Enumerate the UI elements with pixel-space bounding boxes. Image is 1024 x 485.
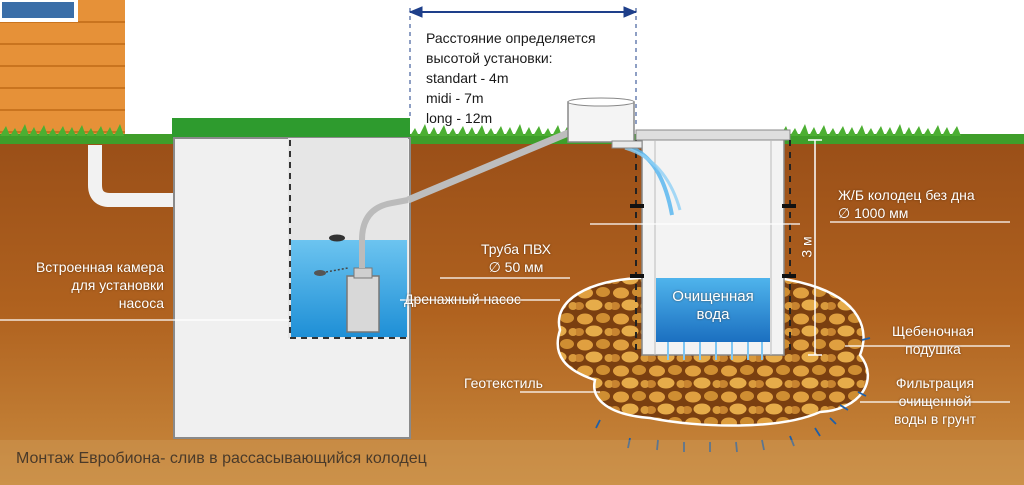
distance-note-line4: midi - 7m — [426, 90, 484, 106]
chamber-label: Встроенная камера для установки насоса — [0, 258, 164, 312]
float-switch — [329, 234, 345, 242]
well-label: Ж/Б колодец без дна ∅ 1000 мм — [838, 186, 975, 222]
clean-water-label: Очищенная вода — [656, 288, 770, 324]
pvc-pipe — [406, 124, 582, 204]
distance-note-line1: Расстояние определяется — [426, 30, 596, 46]
well-label-line1: Ж/Б колодец без дна — [838, 187, 975, 203]
pipe-label-line2: ∅ 50 мм — [488, 259, 544, 275]
height-dimension — [808, 139, 822, 356]
distance-note: Расстояние определяется высотой установк… — [426, 28, 596, 128]
filtration-label-line1: Фильтрация — [895, 375, 975, 391]
sky — [0, 0, 1024, 140]
clean-water-line2: вода — [696, 306, 730, 323]
leader-lines — [0, 221, 1010, 403]
pipe-label-line1: Труба ПВХ — [480, 241, 552, 257]
filtration-label-line2: очищенной — [898, 393, 972, 409]
filtration-label-line3: воды в грунт — [893, 411, 977, 427]
chamber-label-line3: насоса — [118, 295, 164, 311]
gravel-label: Щебеночная подушка — [868, 322, 998, 358]
filtration-arrows — [595, 337, 871, 453]
caption-bar — [0, 440, 1024, 485]
diagram-caption: Монтаж Евробиона- слив в рассасывающийся… — [16, 450, 427, 467]
house-outlet-pipe — [88, 145, 176, 207]
chamber-label-line2: для установки — [71, 277, 164, 293]
clean-water-line1: Очищенная — [672, 288, 754, 305]
clean-water — [656, 278, 770, 342]
septic-tank — [172, 118, 411, 439]
house-wall — [0, 0, 125, 145]
concrete-well — [611, 129, 796, 360]
pump-body — [346, 275, 380, 333]
pipe-label: Труба ПВХ ∅ 50 мм — [456, 240, 576, 276]
gravel-label-line1: Щебеночная — [891, 323, 974, 339]
pump-label: Дренажный насос — [404, 291, 521, 307]
filtration-label: Фильтрация очищенной воды в грунт — [872, 374, 998, 428]
height-label: 3 м — [798, 236, 815, 258]
geotextile-label: Геотекстиль — [464, 375, 543, 391]
distance-note-line5: long - 12m — [426, 110, 493, 126]
distance-dimension — [408, 6, 638, 128]
grass — [0, 124, 1024, 144]
gravel-label-line2: подушка — [905, 341, 961, 357]
chamber-label-line1: Встроенная камера — [35, 259, 164, 275]
inspection-box — [567, 97, 635, 143]
distance-note-line3: standart - 4m — [426, 70, 509, 86]
well-label-line2: ∅ 1000 мм — [838, 205, 909, 221]
distance-note-line2: высотой установки: — [426, 50, 553, 66]
